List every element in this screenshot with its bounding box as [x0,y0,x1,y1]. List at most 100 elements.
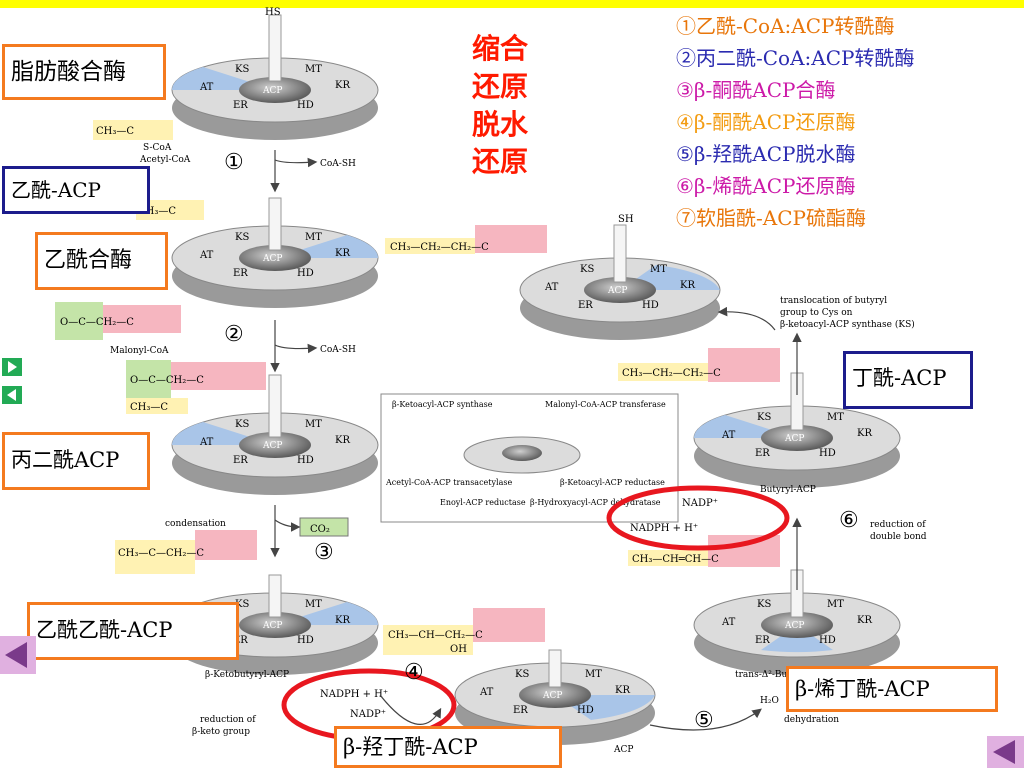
cycle-step-dehydrate: 脱水 [472,107,529,141]
co2-label: CO₂ [310,524,330,535]
seg-ks: KS [515,669,529,680]
seg-er: ER [233,268,248,279]
label-acetyl-acp: 乙酰-ACP [2,166,150,214]
arrow-left-icon [993,740,1015,764]
label-hydroxybutyryl-acp: β-羟丁酰-ACP [334,726,562,768]
svg-text:OH: OH [450,644,467,655]
legend-acetyl: Acetyl-CoA-ACP transacetylase [385,478,512,487]
flow-arrows [270,150,802,731]
label-butyryl-acp: 丁酰-ACP [843,351,973,409]
legend-malonyl: Malonyl-CoA-ACP transferase [545,400,666,409]
svg-text:CH₃—C: CH₃—C [130,402,168,413]
legend-ketoacyl-red: β-Ketoacyl-ACP reductase [560,478,665,487]
svg-text:CH₃—C: CH₃—C [96,126,134,137]
label-acetoacetyl-acp: 乙酰乙酰-ACP [27,602,239,660]
seg-hd: HD [297,100,314,111]
seg-er: ER [513,705,528,716]
acp-bottom-label: ACP [613,745,633,755]
enzyme-7: ⑦软脂酰-ACP硫酯酶 [676,206,866,230]
step-marker-5: ⑤ [694,708,714,733]
chem-hydroxybutyryl: CH₃—CH—CH₂—C OH [383,608,545,655]
hub-acp: ACP [784,621,804,631]
seg-mt: MT [305,64,322,75]
chem-malonyl-2: O—C—CH₂—C CH₃—C [126,360,266,414]
step-marker-1: ① [224,150,244,175]
arrow-left-icon [5,642,27,668]
seg-kr: KR [857,428,872,439]
seg-at: AT [199,82,214,93]
enzyme-1: ①乙酰-CoA:ACP转酰酶 [676,14,895,38]
legend-ketoacyl: β-Ketoacyl-ACP synthase [392,400,493,409]
step-marker-4: ④ [404,660,424,685]
nadph-label-2: NADPH + H⁺ [630,523,698,534]
cycle-step-reduce-1: 还原 [472,69,529,103]
hub-acp: ACP [262,441,282,451]
seg-ks: KS [235,64,249,75]
seg-er: ER [755,448,770,459]
step-marker-3: ③ [314,540,334,565]
wheel-8: KS MT KR HD ER AT ACP SH [519,214,721,340]
highlight-nadph-2 [606,485,790,551]
chem-acetyl-2: CH₃—C [136,200,204,220]
wheel-7: KS MT KR HD ER AT ACP [693,372,901,488]
sh-label: SH [618,214,634,225]
chem-acetoacetyl: CH₃—C—CH₂—C [115,530,257,574]
seg-mt: MT [585,669,602,680]
label-acetyl-synthase: 乙酰合酶 [35,232,168,290]
seg-hd: HD [297,635,314,646]
play-right-icon [8,361,17,373]
svg-text:CH₃—CH═CH—C: CH₃—CH═CH—C [632,554,719,565]
double-bond-label: double bond [870,532,927,542]
seg-hd: HD [577,705,594,716]
next-slide-button[interactable] [2,358,22,376]
seg-at: AT [199,250,214,261]
seg-er: ER [233,455,248,466]
label-butenoyl-acp: β-烯丁酰-ACP [786,666,998,712]
hs-label: HS [265,7,281,18]
malonyl-coa-label: Malonyl-CoA [110,346,169,356]
back-button-left[interactable] [0,636,36,674]
nadp-label-1: NADP⁺ [350,709,386,720]
seg-hd: HD [819,448,836,459]
reduction-of-label: reduction of [870,520,926,530]
svg-text:O—C—CH₂—C: O—C—CH₂—C [60,317,134,328]
h2o-label: H₂O [760,696,779,706]
keto-group-label: β-keto group [192,727,250,737]
svg-text:CH₃—CH₂—CH₂—C: CH₃—CH₂—CH₂—C [622,368,721,379]
translocation-3: β-ketoacyl-ACP synthase (KS) [780,319,915,330]
svg-text:CH₃—CH₂—CH₂—C: CH₃—CH₂—CH₂—C [390,242,489,253]
seg-hd: HD [297,268,314,279]
nadph-label-1: NADPH + H⁺ [320,689,388,700]
back-button-right[interactable] [987,736,1024,768]
translocation-1: translocation of butyryl [780,296,887,306]
cycle-steps: 缩合 还原 脱水 还原 [472,30,528,181]
coa-sh-label-1: CoA-SH [320,159,356,169]
seg-at: AT [721,430,736,441]
seg-mt: MT [305,599,322,610]
seg-er: ER [755,635,770,646]
seg-at: AT [721,617,736,628]
seg-mt: MT [305,232,322,243]
prev-slide-button[interactable] [2,386,22,404]
seg-kr: KR [857,615,872,626]
wheel-6: KS MT KR HD ER AT ACP [693,569,901,675]
seg-ks: KS [235,232,249,243]
seg-ks: KS [580,264,594,275]
seg-kr: KR [335,80,350,91]
cycle-step-condense: 缩合 [472,32,529,65]
s-coa-label: S-CoA [143,143,172,153]
legend-enoyl: Enoyl-ACP reductase [440,498,526,507]
chem-butenoyl: CH₃—CH═CH—C [628,535,780,567]
enzyme-5: ⑤β-羟酰ACP脱水酶 [676,142,856,166]
seg-at: AT [479,687,494,698]
step-marker-6: ⑥ [839,508,859,533]
acetyl-coa-label: Acetyl-CoA [139,155,191,165]
hub-acp: ACP [784,434,804,444]
chem-malonyl: O—C—CH₂—C [55,302,181,340]
enzyme-2: ②丙二酰-CoA:ACP转酰酶 [676,46,915,70]
seg-kr: KR [335,435,350,446]
legend-box: β-Ketoacyl-ACP synthase Malonyl-CoA-ACP … [380,393,679,523]
dehydration-label: dehydration [784,715,839,725]
seg-at: AT [544,282,559,293]
seg-er: ER [233,100,248,111]
